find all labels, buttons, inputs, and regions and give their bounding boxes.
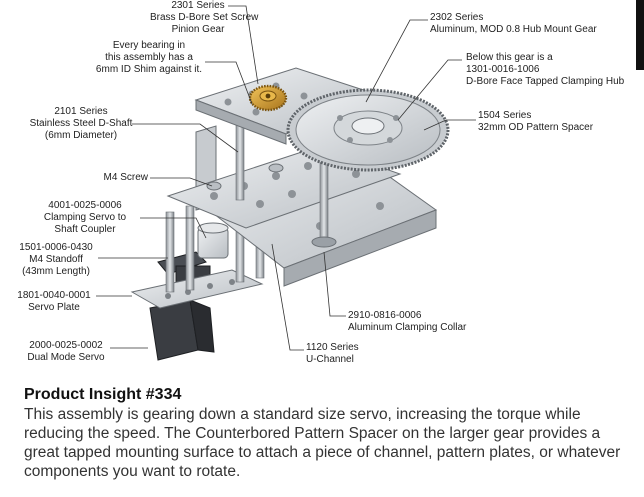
callout-line: Shaft Coupler (54, 224, 116, 235)
callout-line: Every bearing in (112, 40, 186, 51)
callout-pattern-spacer: 1504 Series 32mm OD Pattern Spacer (478, 110, 593, 134)
callout-line: M4 Screw (103, 172, 148, 183)
callout-m4-screw: M4 Screw (96, 172, 148, 184)
callout-line: this assembly has a (105, 52, 193, 63)
callout-line: Aluminum Clamping Collar (348, 322, 467, 333)
callout-servo: 2000-0025-0002 Dual Mode Servo (22, 340, 110, 364)
callout-line: 2910-0816-0006 (348, 310, 422, 321)
callout-bearing-shim: Every bearing in this assembly has a 6mm… (94, 40, 204, 76)
assembly-diagram: 2301 Series Brass D-Bore Set Screw Pinio… (12, 0, 644, 366)
callout-d-shaft: 2101 Series Stainless Steel D-Shaft (6mm… (16, 106, 146, 142)
callout-line: Clamping Servo to (43, 212, 127, 223)
callout-line: 1120 Series (306, 342, 359, 353)
leader-lines (96, 5, 476, 351)
callout-line: 2301 Series (171, 0, 225, 11)
callout-line: 32mm OD Pattern Spacer (478, 122, 594, 133)
callout-line: 1501-0006-0430 (19, 242, 93, 253)
callout-u-channel: 1120 Series U-Channel (306, 342, 359, 366)
callout-line: 2000-0025-0002 (29, 340, 103, 351)
callout-line: (43mm Length) (22, 266, 90, 277)
callout-standoff: 1501-0006-0430 M4 Standoff (43mm Length) (14, 242, 98, 278)
callout-line: 2101 Series (54, 106, 108, 117)
callout-line: 6mm ID Shim against it. (95, 64, 203, 75)
callout-hub-mount-gear: 2302 Series Aluminum, MOD 0.8 Hub Mount … (430, 12, 597, 36)
callout-line: 1301-0016-1006 (466, 64, 540, 75)
callout-line: 2302 Series (430, 12, 484, 23)
callout-line: U-Channel (306, 354, 354, 365)
callout-servo-plate: 1801-0040-0001 Servo Plate (12, 290, 96, 314)
callout-line: (6mm Diameter) (44, 130, 118, 141)
callout-line: 1504 Series (478, 110, 532, 121)
coupler (197, 222, 229, 259)
page-accent-bar (636, 0, 644, 70)
assembly-illustration (96, 5, 476, 361)
pinion-gear (248, 84, 288, 112)
callout-line: Dual Mode Servo (27, 352, 105, 363)
insight-title: Product Insight #334 (24, 386, 182, 403)
servo-plate (130, 269, 264, 309)
callout-line: 4001-0025-0006 (48, 200, 122, 211)
callout-line: 1801-0040-0001 (17, 290, 91, 301)
callout-line: Brass D-Bore Set Screw (150, 12, 259, 23)
insight-body: This assembly is gearing down a standard… (24, 406, 621, 480)
callout-line: Pinion Gear (171, 24, 225, 35)
callout-line: Aluminum, MOD 0.8 Hub Mount Gear (430, 24, 597, 35)
callout-line: D-Bore Face Tapped Clamping Hub (466, 76, 625, 87)
hub-mount-gear (286, 88, 450, 172)
callout-line: Stainless Steel D-Shaft (29, 118, 133, 129)
callout-line: Servo Plate (28, 302, 80, 313)
callout-coupler: 4001-0025-0006 Clamping Servo to Shaft C… (32, 200, 138, 236)
callout-line: M4 Standoff (29, 254, 83, 265)
callout-clamping-collar: 2910-0816-0006 Aluminum Clamping Collar (348, 310, 466, 334)
callout-clamping-hub: Below this gear is a 1301-0016-1006 D-Bo… (466, 52, 624, 88)
callout-pinion-gear: 2301 Series Brass D-Bore Set Screw Pinio… (150, 0, 259, 36)
callout-line: Below this gear is a (466, 52, 553, 63)
